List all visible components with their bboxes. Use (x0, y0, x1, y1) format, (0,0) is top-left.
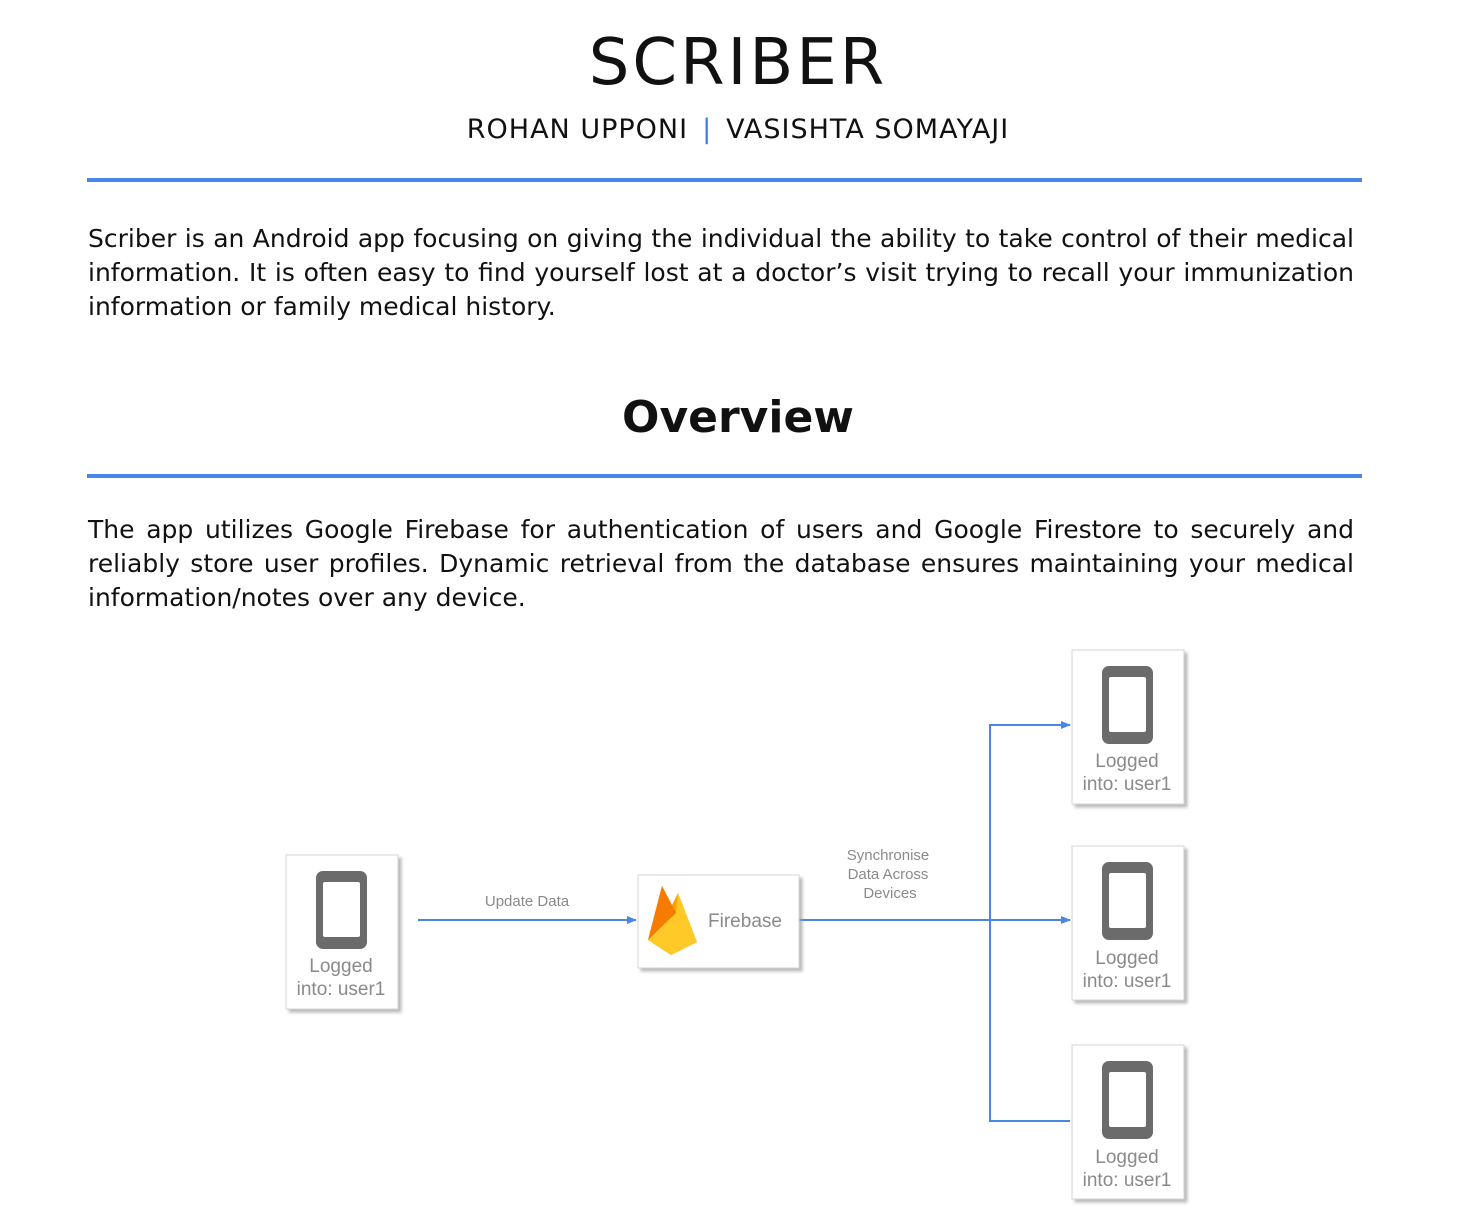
phone-icon (1102, 666, 1153, 744)
target-device-card: Logged into: user1 (1071, 649, 1185, 805)
sync-label-line: Devices (863, 885, 916, 902)
phone-icon (1102, 1061, 1153, 1139)
firebase-label: Firebase (708, 911, 782, 932)
authors-line: ROHAN UPPONI | VASISHTA SOMAYAJI (0, 114, 1476, 145)
target-device-card: Logged into: user1 (1071, 845, 1185, 1001)
section-divider (87, 474, 1362, 478)
source-device-card: Logged into: user1 (285, 854, 399, 1010)
intro-paragraph: Scriber is an Android app focusing on gi… (88, 224, 1354, 321)
device-label-line: Logged (1095, 948, 1158, 969)
device-label-line: Logged (309, 956, 372, 977)
update-data-label: Update Data (485, 893, 570, 910)
document-title: SCRIBER (588, 26, 888, 100)
overview-paragraph: The app utilizes Google Firebase for aut… (88, 515, 1354, 612)
phone-icon (316, 871, 367, 949)
sync-label-line: Synchronise (847, 847, 930, 864)
header-divider (87, 178, 1362, 182)
firebase-flame-icon (648, 886, 697, 955)
device-label-line: into: user1 (1083, 774, 1172, 795)
section-heading: Overview (622, 392, 854, 443)
author-name: VASISHTA SOMAYAJI (726, 114, 1010, 145)
sync-label-line: Data Across (848, 866, 929, 883)
device-label-line: into: user1 (297, 979, 386, 1000)
device-label-line: into: user1 (1083, 1170, 1172, 1191)
device-label-line: Logged (1095, 1147, 1158, 1168)
device-label-line: into: user1 (1083, 971, 1172, 992)
sync-arrow-top (989, 721, 1071, 920)
author-name: ROHAN UPPONI (466, 114, 689, 145)
sync-line-bottom (989, 920, 1070, 1122)
target-device-card: Logged into: user1 (1071, 1044, 1185, 1200)
firebase-card: Firebase (637, 874, 800, 969)
phone-icon (1102, 862, 1153, 940)
device-label-line: Logged (1095, 751, 1158, 772)
author-separator: | (702, 114, 713, 145)
